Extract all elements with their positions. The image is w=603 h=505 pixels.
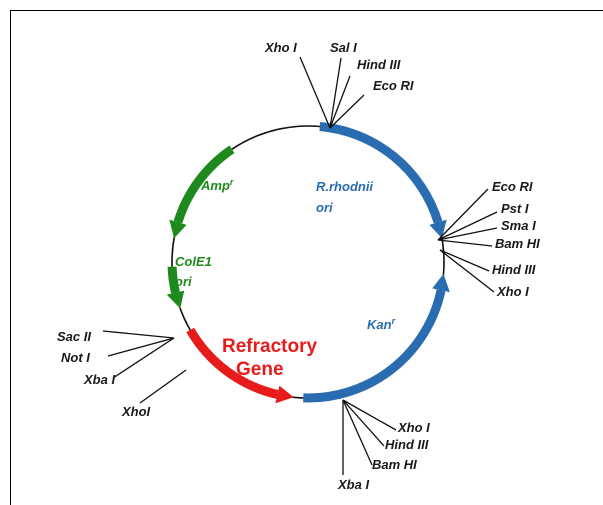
site-left-sacii: Sac II bbox=[57, 329, 91, 344]
arc-cole1-ori bbox=[167, 266, 180, 294]
site-right-psti: Pst I bbox=[501, 201, 529, 216]
label-cole1-ori: ori bbox=[175, 274, 192, 289]
site-left-noti: Not I bbox=[61, 350, 90, 365]
label-rrhodnii: R.rhodnii bbox=[316, 179, 373, 194]
arc-kan bbox=[303, 289, 446, 403]
site-line-1 bbox=[329, 57, 342, 129]
site-line-17 bbox=[139, 369, 187, 404]
site-line-12 bbox=[342, 399, 373, 466]
label-kan: Kanr bbox=[367, 316, 396, 332]
arc-amp bbox=[173, 145, 235, 224]
site-line-6 bbox=[437, 227, 498, 241]
site-top-hindiii: Hind III bbox=[357, 57, 401, 72]
site-top-ecori: Eco RI bbox=[373, 78, 414, 93]
site-right-smai: Sma I bbox=[501, 218, 536, 233]
label-refractory-gene-line2: Gene bbox=[236, 359, 284, 380]
site-line-5 bbox=[437, 211, 498, 241]
site-line-7 bbox=[437, 239, 493, 247]
label-rrhodnii-ori: ori bbox=[316, 200, 333, 215]
site-line-4 bbox=[437, 188, 489, 241]
site-line-11 bbox=[342, 399, 385, 447]
site-top-xhoi: Xho I bbox=[264, 40, 297, 55]
arc-refractory-gene-arrowhead bbox=[275, 385, 294, 404]
site-line-15 bbox=[107, 337, 175, 357]
label-cole1: ColE1 bbox=[175, 254, 212, 269]
arc-cole1-ori-arrowhead bbox=[166, 290, 185, 309]
site-line-8 bbox=[439, 249, 490, 272]
site-line-16 bbox=[112, 337, 175, 379]
site-bottom-hindiii: Hind III bbox=[385, 437, 429, 452]
site-top-sali: Sal I bbox=[330, 40, 357, 55]
site-bottom-bamhi: Bam HI bbox=[372, 457, 417, 472]
arc-amp-arrowhead bbox=[169, 219, 187, 239]
site-line-3 bbox=[329, 94, 365, 129]
site-line-2 bbox=[329, 75, 351, 129]
arc-rrhodnii-ori-arrowhead bbox=[429, 219, 447, 239]
site-bottom-xbai: Xba I bbox=[337, 477, 369, 492]
site-right-hindiii: Hind III bbox=[492, 262, 536, 277]
site-right-bamhi: Bam HI bbox=[495, 236, 540, 251]
label-refractory-gene: Refractory bbox=[222, 336, 317, 357]
site-right-xhoi: Xho I bbox=[496, 284, 529, 299]
label-amp: Ampr bbox=[200, 177, 234, 193]
site-right-ecori: Eco RI bbox=[492, 179, 533, 194]
site-left-xbai: Xba I bbox=[83, 372, 115, 387]
site-left-xhoi: XhoI bbox=[121, 404, 151, 419]
arc-kan-arrowhead bbox=[432, 273, 450, 293]
site-line-9 bbox=[439, 249, 495, 293]
arc-rrhodnii-ori bbox=[319, 122, 443, 224]
site-line-0 bbox=[299, 56, 331, 129]
site-line-10 bbox=[342, 399, 397, 431]
arc-refractory-gene bbox=[186, 327, 279, 399]
site-line-14 bbox=[102, 330, 175, 339]
site-bottom-xhoi: Xho I bbox=[397, 420, 430, 435]
